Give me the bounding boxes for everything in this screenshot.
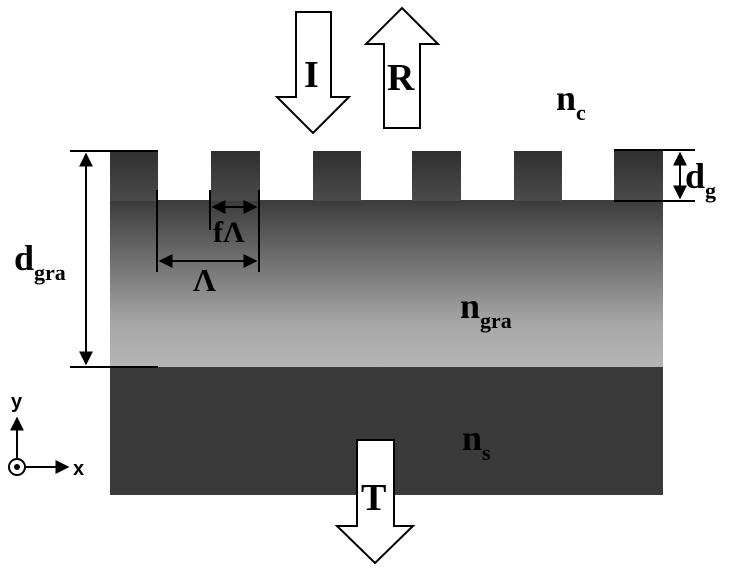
grating-ridge xyxy=(514,151,562,201)
grating-ridge xyxy=(412,151,461,201)
grating-thickness-label: dgra xyxy=(14,238,66,285)
transmitted-label: T xyxy=(361,477,386,519)
grating-ridge xyxy=(211,151,260,201)
coordinate-axes xyxy=(9,418,68,475)
axis-y-label: y xyxy=(11,391,23,413)
grating-ridge xyxy=(110,151,158,201)
axis-x-label: x xyxy=(73,458,84,480)
reflected-label: R xyxy=(387,57,415,99)
groove-depth-label: dg xyxy=(685,156,716,203)
grating-ridges xyxy=(110,151,663,201)
grating-ridge xyxy=(614,151,663,201)
incident-label: I xyxy=(304,54,319,96)
period-label: Λ xyxy=(193,262,216,298)
cover-index-label: nc xyxy=(556,78,586,125)
fill-factor-label: fΛ xyxy=(213,216,245,249)
grating-ridge xyxy=(313,151,361,201)
